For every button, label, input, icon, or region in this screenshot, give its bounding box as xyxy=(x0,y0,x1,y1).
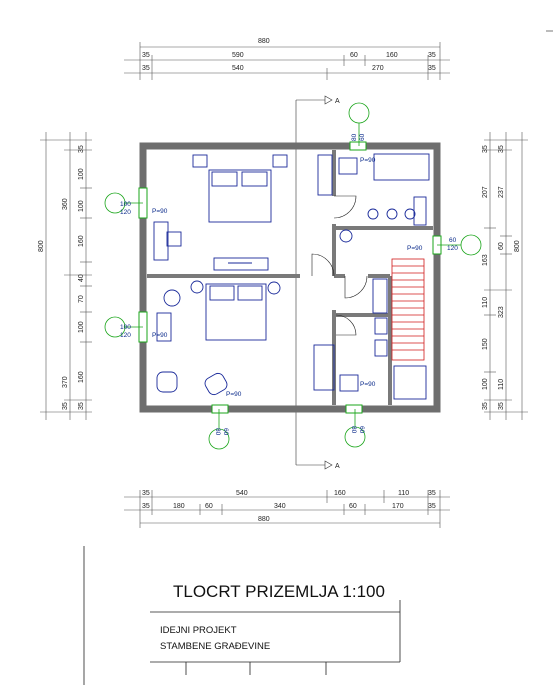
top-dimension: 540 xyxy=(232,65,244,72)
right-dimension: 163 xyxy=(482,254,489,266)
project-line-2: STAMBENE GRAĐEVINE xyxy=(160,641,271,652)
window-dim-top: 100 xyxy=(120,324,131,331)
left-dimension: 100 xyxy=(78,321,85,333)
top-dimension: 590 xyxy=(232,52,244,59)
bottom-dimension: 540 xyxy=(236,490,248,497)
right-dimension: 100 xyxy=(482,378,489,390)
left-total-dimension: 800 xyxy=(38,240,45,252)
section-line xyxy=(295,95,333,470)
right-dimension: 35 xyxy=(498,402,505,410)
window-p-label: P=90 xyxy=(152,208,168,215)
right-dimension: 110 xyxy=(482,297,489,308)
right-dimension: 207 xyxy=(482,186,489,198)
bottom-dimension: 35 xyxy=(428,503,436,510)
right-dimension: 35 xyxy=(482,402,489,410)
bottom-dimension: 340 xyxy=(274,503,286,510)
bottom-total-dimension: 880 xyxy=(258,516,270,523)
left-dimension: 160 xyxy=(78,235,85,247)
right-dimension-chain xyxy=(484,132,528,420)
right-total-dimension: 800 xyxy=(514,240,521,252)
left-dimension: 360 xyxy=(62,198,69,210)
right-dimension: 323 xyxy=(498,306,505,318)
left-dimension: 35 xyxy=(62,402,69,410)
top-dimension: 160 xyxy=(386,52,398,59)
interior-walls xyxy=(147,150,433,405)
bottom-dimension: 35 xyxy=(428,490,436,497)
window-dim-vertical: 80 xyxy=(350,426,357,434)
right-dimension: 237 xyxy=(498,186,505,198)
window-p-label: P=90 xyxy=(360,157,376,164)
left-dimension: 100 xyxy=(78,200,85,212)
bottom-dimension-chain xyxy=(124,490,450,528)
bottom-dimension: 170 xyxy=(392,503,404,510)
furniture xyxy=(153,153,430,400)
right-dimension: 60 xyxy=(498,242,505,250)
right-dimension: 35 xyxy=(498,145,505,153)
door-swings xyxy=(311,195,368,336)
right-dimension: 110 xyxy=(498,379,505,390)
left-dimension: 35 xyxy=(78,402,85,410)
bottom-dimension: 180 xyxy=(173,503,185,510)
left-dimension: 160 xyxy=(78,371,85,383)
section-label-top: A xyxy=(335,98,340,105)
bottom-dimension: 60 xyxy=(205,503,213,510)
left-dimension-chain xyxy=(40,132,92,420)
bottom-dimension: 160 xyxy=(334,490,346,497)
left-dimension: 40 xyxy=(78,274,85,282)
top-dimension: 270 xyxy=(372,65,384,72)
bottom-dimension: 60 xyxy=(349,503,357,510)
window-dim-top: 60 xyxy=(449,237,457,244)
top-dimension: 35 xyxy=(142,52,150,59)
bottom-dimension: 110 xyxy=(398,490,409,497)
plan-title: TLOCRT PRIZEMLJA 1:100 xyxy=(173,582,385,601)
exterior-walls xyxy=(139,142,441,413)
window-p-label: P=90 xyxy=(360,381,376,388)
right-dimension: 35 xyxy=(482,145,489,153)
top-dimension-chain xyxy=(124,42,450,80)
top-dimension: 35 xyxy=(142,65,150,72)
staircase xyxy=(391,258,425,361)
window-p-label: P=90 xyxy=(152,332,168,339)
top-dimension: 60 xyxy=(350,52,358,59)
window-dim-vertical: 80 xyxy=(214,428,221,436)
title-block-frame xyxy=(83,546,401,685)
top-dimension: 35 xyxy=(428,65,436,72)
left-dimension: 370 xyxy=(62,376,69,388)
bottom-dimension: 35 xyxy=(142,490,150,497)
window-dim-vertical: 80 xyxy=(351,133,358,141)
window-p-label: P=90 xyxy=(407,245,423,252)
window-dim-vertical: 60 xyxy=(359,133,366,141)
window-dim-bottom: 120 xyxy=(447,245,458,252)
window-dim-top: 100 xyxy=(120,201,131,208)
left-dimension: 70 xyxy=(78,295,85,303)
window-p-label: P=90 xyxy=(226,391,242,398)
left-dimension: 35 xyxy=(78,145,85,153)
top-dimension: 35 xyxy=(428,52,436,59)
window-markers xyxy=(104,102,482,450)
project-line-1: IDEJNI PROJEKT xyxy=(160,625,237,636)
right-dimension: 150 xyxy=(482,338,489,350)
window-dim-vertical: 60 xyxy=(358,426,365,434)
window-dim-vertical: 60 xyxy=(222,428,229,436)
top-total-dimension: 880 xyxy=(258,38,270,45)
left-dimension: 100 xyxy=(78,168,85,180)
bottom-dimension: 35 xyxy=(142,503,150,510)
section-label-bottom: A xyxy=(335,463,340,470)
window-dim-bottom: 120 xyxy=(120,332,131,339)
window-dim-bottom: 120 xyxy=(120,209,131,216)
